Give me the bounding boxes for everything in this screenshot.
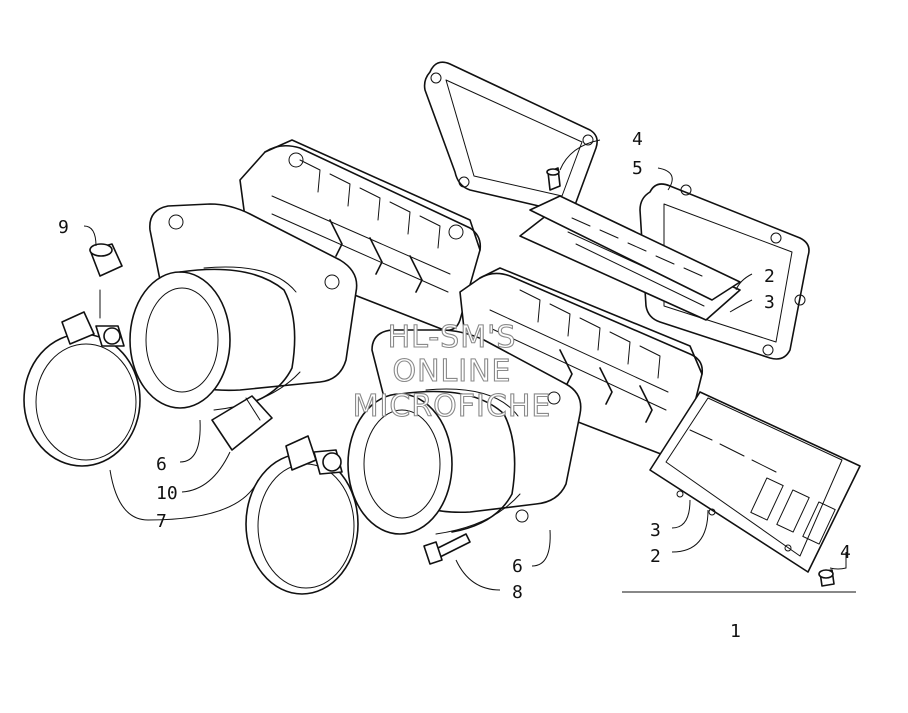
screw-lower-part-4 xyxy=(818,569,835,587)
callout-1: 1 xyxy=(730,621,741,642)
callout-3-lower: 3 xyxy=(650,520,661,541)
callout-10: 10 xyxy=(156,483,178,504)
reed-petal-upper xyxy=(519,195,741,321)
callout-4-lower: 4 xyxy=(840,542,851,563)
callout-6-left: 6 xyxy=(156,454,167,475)
callout-2-lower: 2 xyxy=(650,546,661,567)
watermark-line-3: MICROFICHE xyxy=(353,389,552,424)
intake-boot-upper xyxy=(129,203,358,411)
callout-4-upper: 4 xyxy=(632,129,643,150)
spacer-part-9 xyxy=(89,243,123,277)
callout-labels: 9 4 5 2 3 6 10 7 3 2 4 6 8 1 xyxy=(58,129,851,642)
clamp-center-part-7 xyxy=(245,435,359,595)
spacer-part-10 xyxy=(211,395,273,451)
callout-2-upper: 2 xyxy=(764,266,775,287)
watermark-line-2: ONLINE xyxy=(392,354,511,389)
watermark-line-1: HL-SM'S xyxy=(388,320,517,355)
leader-lines xyxy=(83,139,856,593)
reed-petal-lower xyxy=(649,391,861,573)
callout-9: 9 xyxy=(58,217,69,238)
callout-5: 5 xyxy=(632,158,643,179)
callout-3-upper: 3 xyxy=(764,292,775,313)
callout-8: 8 xyxy=(512,582,523,603)
watermark: HL-SM'S ONLINE MICROFICHE xyxy=(352,319,552,424)
callout-6-right: 6 xyxy=(512,556,523,577)
intake-boot-lower xyxy=(347,329,582,535)
callout-7: 7 xyxy=(156,511,167,532)
clamp-left-part-7 xyxy=(23,289,141,467)
lower-gasket xyxy=(639,183,810,360)
upper-gasket xyxy=(423,61,598,213)
bolt-part-8 xyxy=(423,533,471,565)
screw-upper-part-4 xyxy=(546,167,561,191)
